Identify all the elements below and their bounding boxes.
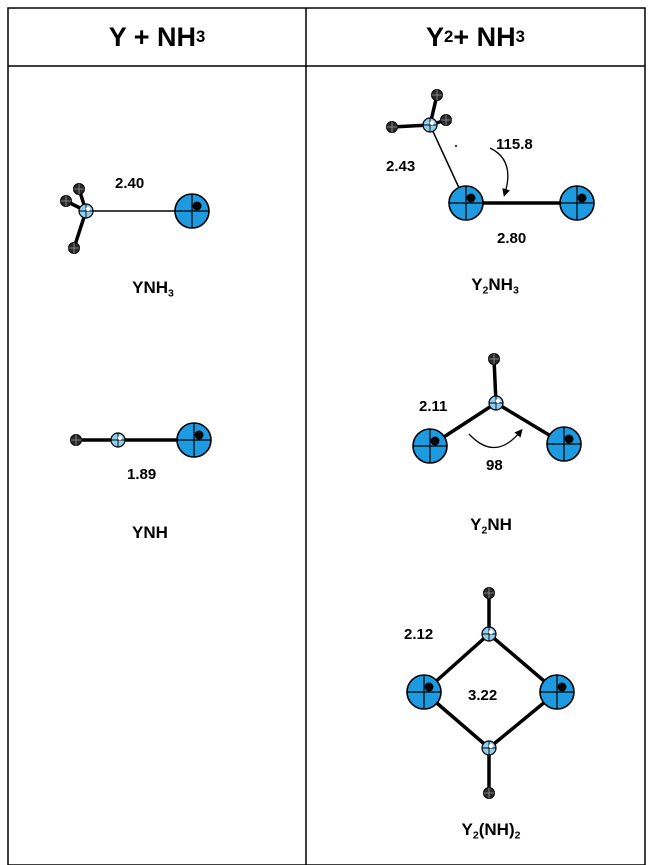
ynh-name: YNH <box>132 523 168 542</box>
y2nh-name-sub1: 2 <box>481 524 488 537</box>
yttrium-atom <box>546 426 582 462</box>
y2nh3-angle: 115.8 <box>496 136 533 153</box>
hydrogen-atom <box>488 353 500 365</box>
yttrium-atom <box>539 674 575 710</box>
nitrogen-atom <box>110 432 126 448</box>
ynh3-name-sub: 3 <box>168 287 174 300</box>
ynh3-bond-length: 2.40 <box>115 175 145 192</box>
molecule-y2nh <box>412 353 582 464</box>
yttrium-atom <box>559 185 595 221</box>
molecule-y2nh2 <box>406 587 575 799</box>
y2nh3-yn-length: 2.43 <box>386 158 416 175</box>
ynh3-name: YNH3 <box>132 278 174 300</box>
ynh3-name-main: YNH <box>132 278 169 297</box>
y2nh3-name-sub2: 3 <box>512 284 519 297</box>
y2nh2-name-a: Y <box>461 820 473 839</box>
header-right-mid: + NH <box>453 21 516 52</box>
hydrogen-atom <box>68 242 80 254</box>
y2nh2-name: Y2(NH)2 <box>461 820 521 842</box>
hydrogen-atom <box>431 89 443 101</box>
y2nh3-name-b: NH <box>488 275 513 294</box>
header-right-main: Y <box>426 21 445 52</box>
y2nh3-name-sub1: 2 <box>482 284 489 297</box>
molecule-ynh3 <box>60 183 210 254</box>
y2nh3-yy-length: 2.80 <box>497 230 527 247</box>
y2nh-name-a: Y <box>470 515 482 534</box>
nitrogen-atom <box>422 117 438 133</box>
angle-arrow <box>489 147 510 197</box>
yttrium-atom <box>176 422 212 458</box>
y2nh2-yn-length: 2.12 <box>404 626 434 643</box>
hydrogen-atom <box>440 114 452 126</box>
molecule-y2nh3 <box>386 89 595 221</box>
y2nh-name: Y2NH <box>470 515 512 537</box>
y2nh3-name-a: Y <box>471 275 483 294</box>
header-left-main: Y + NH <box>108 21 196 52</box>
y2nh-angle: 98 <box>486 457 503 474</box>
y2nh2-yy-length: 3.22 <box>468 687 498 704</box>
molecule-ynh <box>70 422 212 458</box>
hydrogen-atom <box>483 587 495 599</box>
y2nh3-name: Y2NH3 <box>471 275 519 297</box>
hydrogen-atom <box>60 195 72 207</box>
yttrium-atom <box>448 185 484 221</box>
table-grid <box>7 7 646 865</box>
nitrogen-atom <box>481 740 497 756</box>
y2nh-yn-length: 2.11 <box>419 398 448 415</box>
y2nh2-name-sub2: 2 <box>514 829 521 842</box>
y2nh2-name-b: (NH) <box>478 820 515 839</box>
yttrium-atom <box>174 193 210 229</box>
nitrogen-atom <box>488 395 504 411</box>
yttrium-atom <box>406 674 442 710</box>
ynh-bond-length: 1.89 <box>127 466 157 483</box>
nitrogen-atom <box>78 203 94 219</box>
angle-arrow <box>468 428 523 449</box>
yttrium-atom <box>412 428 448 464</box>
y2nh2-name-sub1: 2 <box>472 829 479 842</box>
hydrogen-atom <box>386 121 398 133</box>
hydrogen-atom <box>483 787 495 799</box>
hydrogen-atom <box>73 183 85 195</box>
hydrogen-atom <box>70 434 82 446</box>
y2nh-name-b: NH <box>487 515 512 534</box>
nitrogen-atom <box>481 626 497 642</box>
